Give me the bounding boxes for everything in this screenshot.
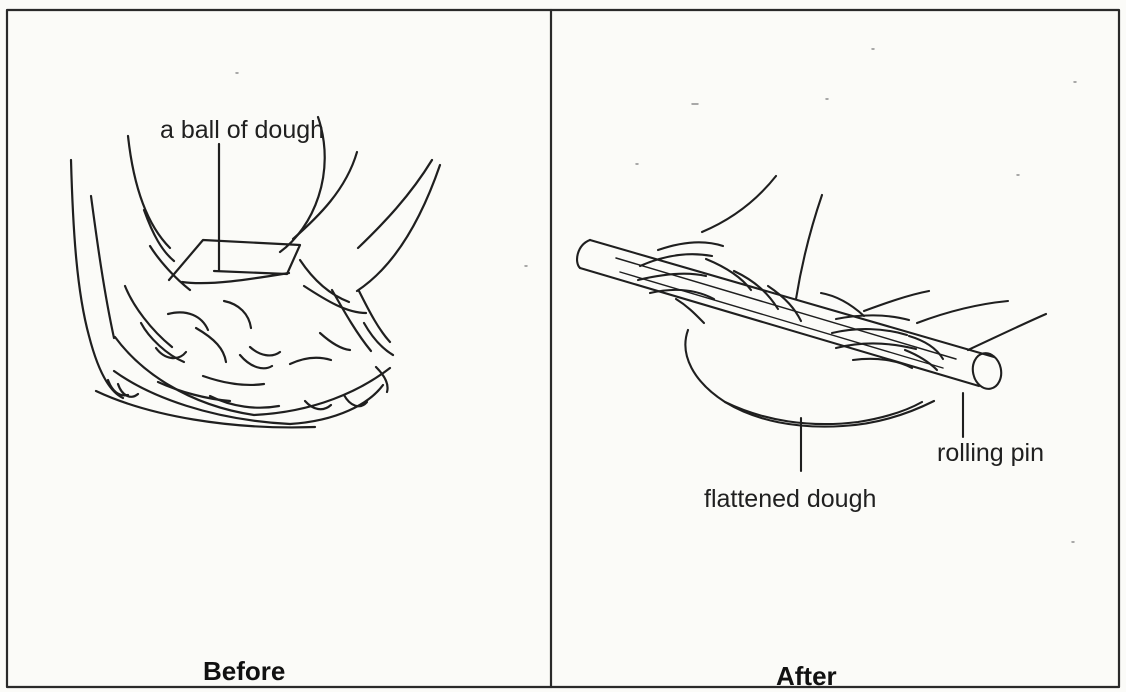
before-illustration xyxy=(71,117,440,427)
after-caption: After xyxy=(776,663,837,689)
panel-borders xyxy=(7,10,1119,687)
after-illustration xyxy=(577,176,1046,471)
before-caption: Before xyxy=(203,658,285,684)
after-rolling-pin-label: rolling pin xyxy=(937,441,1044,466)
after-flattened-dough-label: flattened dough xyxy=(704,487,876,512)
before-ball-of-dough-label: a ball of dough xyxy=(160,118,324,143)
